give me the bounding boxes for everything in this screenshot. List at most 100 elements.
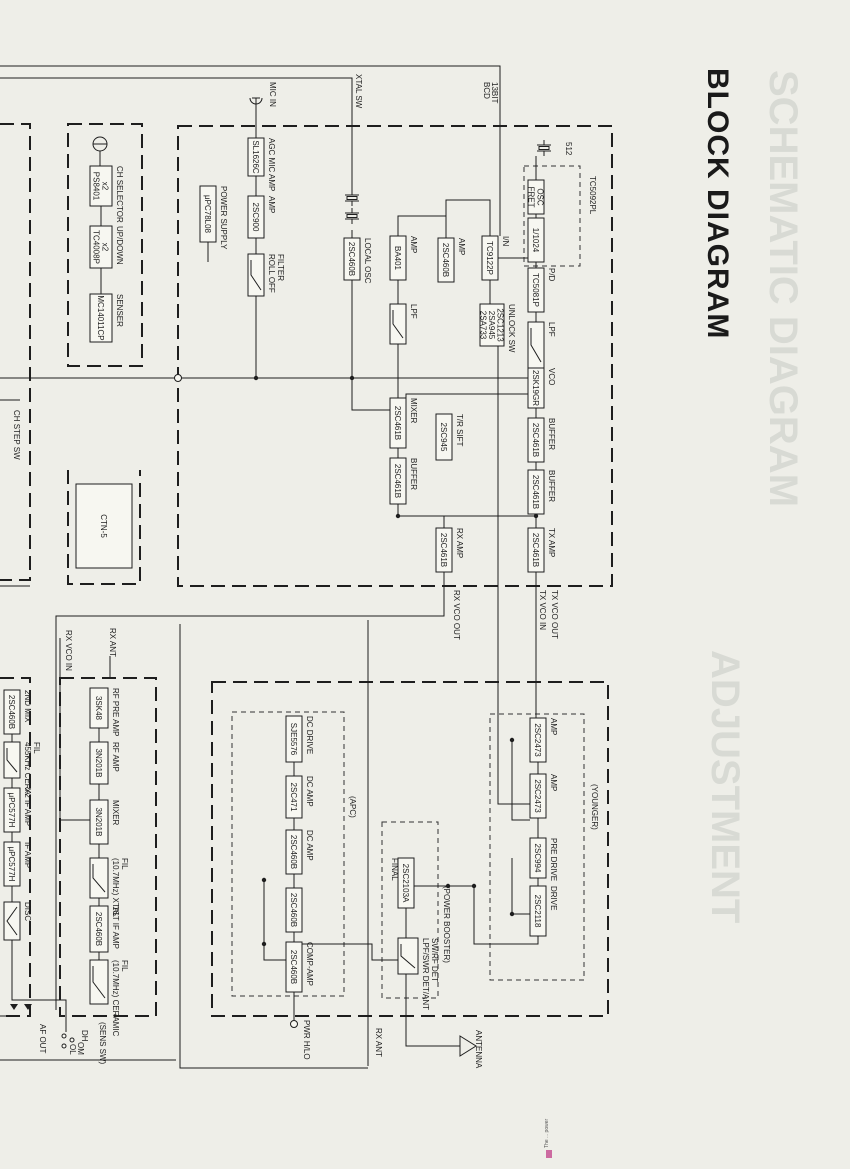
group-ch-selector bbox=[67, 123, 143, 367]
block-label: 2SC461B bbox=[531, 423, 540, 457]
svg-text:BLOCK DIAGRAM: BLOCK DIAGRAM bbox=[701, 68, 734, 339]
switch-contact-icon bbox=[69, 1037, 75, 1043]
block-caption: POWER SUPPLY bbox=[219, 186, 228, 250]
block-caption: (10.7MHz) XTALFIL bbox=[111, 858, 129, 918]
junction-icon bbox=[533, 513, 539, 519]
group-pll-section bbox=[177, 125, 613, 587]
block-div1024: 1/1024 bbox=[527, 217, 545, 263]
page-title: BLOCK DIAGRAM bbox=[701, 68, 734, 339]
block-caption: RX AMP bbox=[455, 528, 464, 558]
block-label: 2SC461B bbox=[393, 406, 402, 440]
block-label: 2SC461B bbox=[393, 464, 402, 498]
junction-icon bbox=[261, 941, 267, 947]
label-rx-ant2: RX ANT bbox=[374, 1028, 383, 1057]
wire-3 bbox=[351, 280, 390, 411]
block-caption: MIXER bbox=[409, 398, 418, 424]
symbols-layer bbox=[10, 97, 551, 1057]
switch-contact-icon bbox=[61, 1033, 67, 1039]
block-xtal-fil: (10.7MHz) XTALFIL bbox=[89, 857, 129, 918]
block-label: 2SC461B bbox=[531, 533, 540, 567]
block-label: 2SK19GR bbox=[531, 370, 540, 406]
block-label: 2SC994 bbox=[533, 844, 542, 873]
block-caption: BUFFER bbox=[409, 458, 418, 490]
block-caption: COMP-AMP bbox=[305, 942, 314, 986]
block-label: PS8401x2 bbox=[92, 172, 110, 201]
wire-49 bbox=[302, 943, 398, 961]
block-comp1: 2SC460B bbox=[285, 887, 303, 933]
block-caption: BUFFER bbox=[547, 418, 556, 450]
block-caption: 455KHz CERAFIL bbox=[23, 742, 41, 796]
block-mixer1: 2SC461B MIXER bbox=[389, 397, 418, 449]
block-label: FRETOSC bbox=[527, 187, 545, 208]
wire-65 bbox=[59, 638, 90, 821]
block-caption: SENSER bbox=[115, 294, 124, 327]
footer-mark bbox=[546, 1150, 552, 1158]
block-ctn5: CTN-5 bbox=[75, 483, 133, 569]
block-fret-osc: FRETOSC bbox=[527, 179, 545, 215]
block-label: μPC577H bbox=[7, 793, 16, 828]
wire-34 bbox=[497, 346, 530, 805]
block-label: 2SA7332SA9452SC1213 bbox=[479, 308, 505, 342]
label-pwr-hilo: PWR H/LO bbox=[302, 1020, 311, 1060]
block-label: 2SC460B bbox=[7, 695, 16, 729]
crystal-icon bbox=[345, 208, 359, 224]
crystal-icon bbox=[345, 190, 359, 206]
block-label: 2SC2118 bbox=[533, 895, 542, 928]
block-label: TC5081P bbox=[531, 273, 540, 307]
label-bit13: 13BIT bbox=[490, 82, 499, 103]
selector-knob-icon bbox=[92, 136, 108, 166]
block-label: 2SC945 bbox=[439, 423, 448, 452]
label-xtal-sw: XTAL SW bbox=[354, 74, 363, 109]
block-caption: AGC MIC AMP bbox=[267, 138, 276, 191]
block-caption: AMP bbox=[457, 238, 466, 255]
wire-9 bbox=[445, 199, 491, 238]
wire-22 bbox=[397, 504, 536, 517]
ghost-text-2: ADJUSTMENT bbox=[703, 650, 747, 923]
terminal-icon bbox=[174, 374, 182, 382]
block-buffer1: 2SC461B BUFFER bbox=[527, 417, 556, 463]
wire-42 bbox=[405, 974, 460, 1047]
junction-icon bbox=[471, 883, 477, 889]
block-caption: DC AMP bbox=[305, 830, 314, 861]
block-label: 2SC460B bbox=[289, 835, 298, 869]
block-caption: DISC bbox=[23, 902, 32, 921]
block-lpf2: LPF bbox=[389, 303, 418, 345]
wire-0 bbox=[0, 65, 501, 236]
block-label: μPC577H bbox=[7, 847, 16, 882]
block-caption: UP/DOWN bbox=[115, 226, 124, 265]
block-buffer3: 2SC461B BUFFER bbox=[389, 457, 418, 505]
block-caption: AMP bbox=[549, 774, 558, 791]
wire-48 bbox=[263, 880, 286, 961]
block-rolloff: ROLL OFFFILTER bbox=[247, 253, 285, 297]
block-label: 2SC2103A bbox=[401, 864, 410, 903]
block-label: 2SC2473 bbox=[533, 723, 542, 757]
block-caption: FINAL bbox=[390, 858, 399, 881]
junction-icon bbox=[395, 513, 401, 519]
block-caption: T/R SIFT bbox=[455, 414, 464, 447]
block-caption: TX AMP bbox=[547, 528, 556, 557]
label-tx-vco-out: TX VCO OUT bbox=[550, 590, 559, 639]
group-transmitter bbox=[211, 681, 609, 1017]
block-label: SL1626C bbox=[251, 140, 260, 174]
svg-text:SCHEMATIC DIAGRAM: SCHEMATIC DIAGRAM bbox=[761, 70, 805, 507]
junction-icon bbox=[509, 911, 515, 917]
